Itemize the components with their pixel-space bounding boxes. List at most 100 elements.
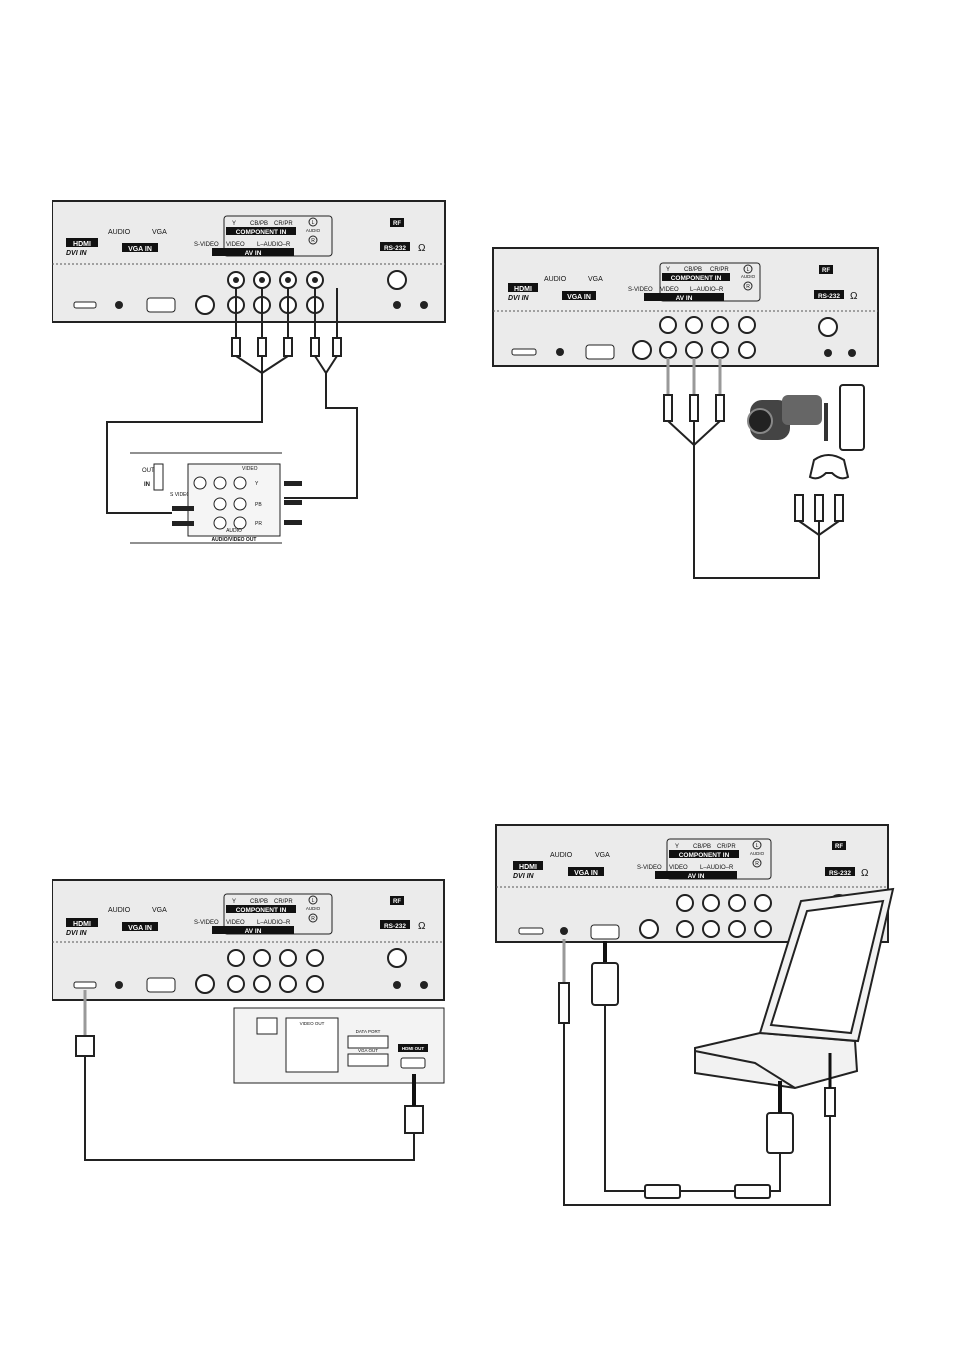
svg-text:HDMI OUT: HDMI OUT xyxy=(402,1046,424,1051)
svg-text:R: R xyxy=(746,284,750,290)
svg-text:COMPONENT IN: COMPONENT IN xyxy=(679,852,730,859)
svg-text:L–AUDIO–R: L–AUDIO–R xyxy=(257,920,291,926)
svg-text:VGA: VGA xyxy=(152,907,167,914)
svg-text:CB/PB: CB/PB xyxy=(684,267,702,273)
svg-text:S-VIDEO: S-VIDEO xyxy=(194,920,219,926)
hdmi-cable xyxy=(75,990,424,1161)
svg-text:CR/PR: CR/PR xyxy=(710,267,729,273)
dvd-player-rear: OUT IN S VIDEO VIDEO Y PB PR AUDIO AUDIO… xyxy=(130,452,302,544)
svg-text:VGA: VGA xyxy=(595,852,610,859)
rf-label: RF xyxy=(393,221,401,227)
svg-text:VGA IN: VGA IN xyxy=(574,870,598,877)
svg-text:AUDIO: AUDIO xyxy=(226,528,242,534)
svg-text:VGA: VGA xyxy=(588,276,603,283)
av-cables xyxy=(663,358,844,579)
dvi-in-label: DVI IN xyxy=(66,250,88,257)
svg-text:CR/PR: CR/PR xyxy=(717,844,736,850)
svg-text:AUDIO: AUDIO xyxy=(550,852,573,859)
svg-text:COMPONENT IN: COMPONENT IN xyxy=(236,907,287,914)
audio-label: AUDIO xyxy=(108,229,131,236)
diagram-hdmi-connection: HDMI DVI IN AUDIO VGA VGA IN Y CB/PB CR/… xyxy=(52,878,447,1168)
svg-text:DVI IN: DVI IN xyxy=(508,295,530,302)
svg-text:RS-232: RS-232 xyxy=(384,923,406,930)
svg-text:RF: RF xyxy=(822,268,830,274)
vga-audio-cables xyxy=(558,939,836,1206)
s-video-label: S-VIDEO xyxy=(194,242,219,248)
svg-text:AV IN: AV IN xyxy=(245,928,262,935)
svg-text:VGA IN: VGA IN xyxy=(567,294,591,301)
component-cables xyxy=(106,288,358,514)
svg-text:VIDEO: VIDEO xyxy=(242,466,258,472)
svg-text:PR: PR xyxy=(255,521,262,527)
svg-text:Y: Y xyxy=(255,481,259,487)
svg-text:Y: Y xyxy=(666,267,670,273)
svg-text:S VIDEO: S VIDEO xyxy=(170,492,190,498)
svg-text:VIDEO OUT: VIDEO OUT xyxy=(300,1021,325,1026)
tv-rear-panel: HDMI DVI IN AUDIO VGA VGA IN Y CB/PB CR/… xyxy=(52,200,446,323)
svg-text:COMPONENT IN: COMPONENT IN xyxy=(671,275,722,282)
l-audio-r-label: L–AUDIO–R xyxy=(257,242,291,248)
svg-text:CB/PB: CB/PB xyxy=(693,844,711,850)
svg-text:AUDIO: AUDIO xyxy=(544,276,567,283)
diagram-av-connection: HDMI DVI IN AUDIO VGA VGA IN Y CB/PB CR/… xyxy=(492,245,882,585)
svg-text:HDMI: HDMI xyxy=(519,864,537,871)
svg-text:AV IN: AV IN xyxy=(688,873,705,880)
svg-text:L: L xyxy=(312,220,315,226)
av-in-label: AV IN xyxy=(245,250,262,257)
svg-text:L–AUDIO–R: L–AUDIO–R xyxy=(690,287,724,293)
svg-text:AUDIO: AUDIO xyxy=(108,907,131,914)
svg-text:Ω: Ω xyxy=(418,243,426,254)
svg-text:L–AUDIO–R: L–AUDIO–R xyxy=(700,865,734,871)
cb-pb-label: CB/PB xyxy=(250,221,268,227)
svg-text:DATA PORT: DATA PORT xyxy=(356,1029,381,1034)
svg-text:S-VIDEO: S-VIDEO xyxy=(637,865,662,871)
svg-text:PB: PB xyxy=(255,502,262,508)
svg-text:VGA OUT: VGA OUT xyxy=(358,1048,378,1053)
svg-text:Ω: Ω xyxy=(850,291,858,302)
y-label: Y xyxy=(232,221,236,227)
svg-text:AUDIO/VIDEO OUT: AUDIO/VIDEO OUT xyxy=(211,537,256,543)
svg-text:AUDIO: AUDIO xyxy=(306,906,321,911)
laptop-icon xyxy=(694,887,895,1090)
svg-text:RF: RF xyxy=(393,899,401,905)
svg-text:IN: IN xyxy=(144,482,150,488)
svg-text:CB/PB: CB/PB xyxy=(250,899,268,905)
svg-text:VIDEO: VIDEO xyxy=(226,920,245,926)
svg-text:L: L xyxy=(747,267,750,273)
svg-text:RF: RF xyxy=(835,844,843,850)
svg-text:AV IN: AV IN xyxy=(676,295,693,302)
cr-pr-label: CR/PR xyxy=(274,221,293,227)
player-rear-panel: VIDEO OUT DATA PORT VGA OUT HDMI OUT xyxy=(233,1007,445,1084)
svg-text:HDMI: HDMI xyxy=(514,286,532,293)
svg-text:R: R xyxy=(311,916,315,922)
svg-text:Y: Y xyxy=(675,844,679,850)
svg-text:L: L xyxy=(756,843,759,849)
svg-text:VIDEO: VIDEO xyxy=(660,287,679,293)
svg-text:CR/PR: CR/PR xyxy=(274,899,293,905)
svg-text:HDMI: HDMI xyxy=(73,921,91,928)
svg-text:Ω: Ω xyxy=(418,921,426,932)
tv-rear-panel: HDMI DVI IN AUDIO VGA VGA IN Y CB/PB CR/… xyxy=(492,247,879,367)
svg-text:RS-232: RS-232 xyxy=(818,293,840,300)
diagram-pc-connection: HDMI DVI IN AUDIO VGA VGA IN Y CB/PB CR/… xyxy=(495,823,895,1208)
svg-text:DVI IN: DVI IN xyxy=(66,930,88,937)
svg-text:S-VIDEO: S-VIDEO xyxy=(628,287,653,293)
component-in-label: COMPONENT IN xyxy=(236,229,287,236)
svg-text:DVI IN: DVI IN xyxy=(513,873,535,880)
game-console-icon xyxy=(808,384,865,480)
svg-text:RS-232: RS-232 xyxy=(829,870,851,877)
svg-text:AUDIO: AUDIO xyxy=(741,274,756,279)
svg-text:R: R xyxy=(755,861,759,867)
svg-text:AUDIO: AUDIO xyxy=(306,228,321,233)
video-label: VIDEO xyxy=(226,242,245,248)
svg-text:Y: Y xyxy=(232,899,236,905)
svg-text:Ω: Ω xyxy=(861,868,869,879)
camcorder-icon xyxy=(747,395,828,441)
hdmi-label: HDMI xyxy=(73,241,91,248)
rs232-label: RS-232 xyxy=(384,245,406,252)
diagram-component-connection: HDMI DVI IN AUDIO VGA VGA IN Y CB/PB CR/… xyxy=(52,198,447,548)
svg-text:AUDIO: AUDIO xyxy=(750,851,765,856)
svg-text:VGA IN: VGA IN xyxy=(128,925,152,932)
svg-text:L: L xyxy=(312,898,315,904)
svg-text:OUT: OUT xyxy=(142,468,155,474)
